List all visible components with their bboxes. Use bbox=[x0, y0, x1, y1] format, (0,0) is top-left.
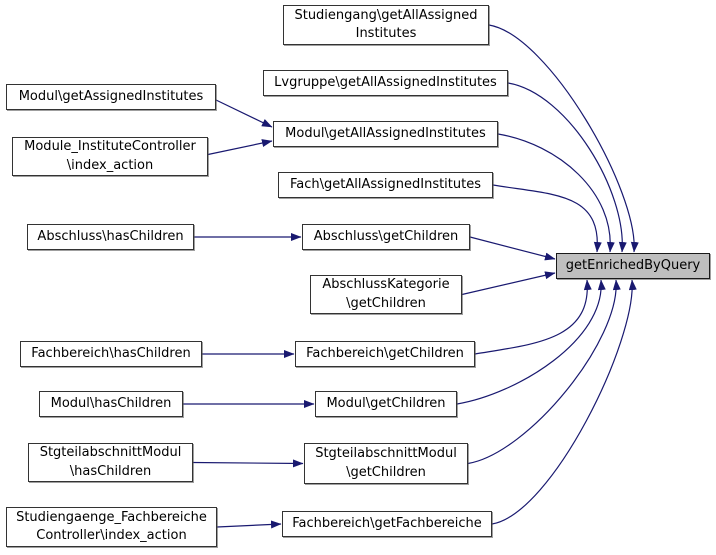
graph-node-studiengang-getallassignedinstitutes[interactable]: Studiengang\getAllAssigned Institutes bbox=[283, 5, 489, 45]
graph-node-abschluss-getchildren[interactable]: Abschluss\getChildren bbox=[302, 224, 470, 250]
call-edge-abschlusskategorie-getchildren-to-getenrichedbyquery bbox=[461, 271, 556, 296]
graph-node-lvgruppe-getallassignedinstitutes[interactable]: Lvgruppe\getAllAssignedInstitutes bbox=[263, 70, 508, 96]
call-edge-lvgruppe-getallassignedinstitutes-to-getenrichedbyquery bbox=[507, 82, 627, 253]
graph-node-fachbereich-getfachbereiche[interactable]: Fachbereich\getFachbereiche bbox=[282, 511, 492, 537]
graph-node-stgteilabschnittmodul-getchildren[interactable]: StgteilabschnittModul \getChildren bbox=[304, 443, 468, 484]
call-edge-modul-getchildren-to-getenrichedbyquery bbox=[456, 279, 606, 405]
graph-node-modul-getallassignedinstitutes[interactable]: Modul\getAllAssignedInstitutes bbox=[273, 121, 498, 147]
graph-node-modul-getchildren[interactable]: Modul\getChildren bbox=[315, 391, 457, 417]
call-edge-fachbereich-getfachbereiche-to-getenrichedbyquery bbox=[491, 279, 637, 525]
graph-node-modul-getassignedinstitutes[interactable]: Modul\getAssignedInstitutes bbox=[6, 84, 216, 110]
call-edge-modul-getassignedinstitutes-to-modul-getallassignedinstitutes bbox=[215, 99, 273, 128]
graph-node-getenrichedbyquery: getEnrichedByQuery bbox=[556, 253, 710, 279]
graph-node-studiengaenge-fachbereichecontroller-index-action[interactable]: Studiengaenge_Fachbereiche Controller\in… bbox=[6, 507, 217, 547]
call-edge-module-institutecontroller-index-action-to-modul-getallassignedinstitutes bbox=[207, 139, 273, 156]
call-edge-stgteilabschnittmodul-getchildren-to-getenrichedbyquery bbox=[467, 279, 621, 465]
graph-node-fachbereich-haschildren[interactable]: Fachbereich\hasChildren bbox=[20, 341, 202, 367]
graph-node-modul-haschildren[interactable]: Modul\hasChildren bbox=[39, 391, 183, 417]
call-edge-abschluss-getchildren-to-getenrichedbyquery bbox=[469, 236, 556, 261]
graph-node-fach-getallassignedinstitutes[interactable]: Fach\getAllAssignedInstitutes bbox=[278, 172, 493, 198]
graph-node-abschlusskategorie-getchildren[interactable]: AbschlussKategorie \getChildren bbox=[310, 275, 462, 314]
graph-node-abschluss-haschildren[interactable]: Abschluss\hasChildren bbox=[27, 224, 194, 250]
call-edge-fach-getallassignedinstitutes-to-getenrichedbyquery bbox=[492, 184, 602, 253]
graph-node-module-institutecontroller-index-action[interactable]: Module_InstituteController \index_action bbox=[12, 137, 208, 176]
call-edge-fachbereich-getchildren-to-getenrichedbyquery bbox=[474, 279, 592, 355]
graph-node-fachbereich-getchildren[interactable]: Fachbereich\getChildren bbox=[295, 341, 475, 367]
graph-node-stgteilabschnittmodul-haschildren[interactable]: StgteilabschnittModul \hasChildren bbox=[28, 443, 193, 482]
call-edge-stgteilabschnittmodul-haschildren-to-stgteilabschnittmodul-getchildren bbox=[192, 459, 304, 468]
call-edge-modul-getallassignedinstitutes-to-getenrichedbyquery bbox=[497, 133, 615, 253]
call-edge-studiengang-getallassignedinstitutes-to-getenrichedbyquery bbox=[488, 24, 639, 253]
call-edge-studiengaenge-fachbereichecontroller-index-action-to-fachbereich-getfachbereiche bbox=[216, 520, 282, 529]
